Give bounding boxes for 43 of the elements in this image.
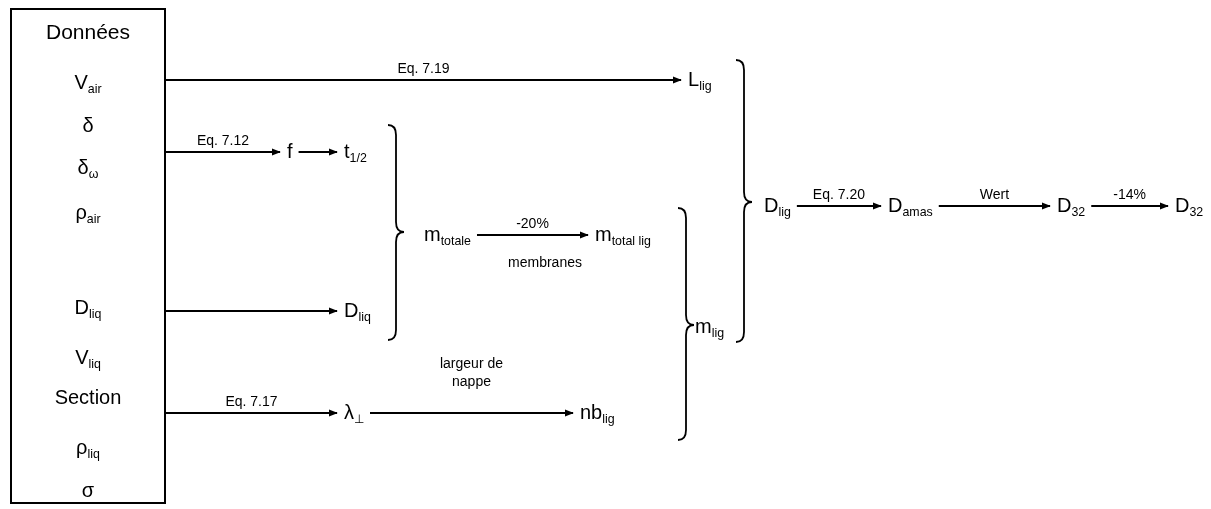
edge-label: Eq. 7.20 — [812, 185, 865, 203]
arrow — [297, 148, 338, 156]
variable-label: D$_{32}$ — [1057, 193, 1086, 217]
edge-label: largeur de nappe — [438, 355, 504, 390]
variable-label: m$_{lig}$ — [695, 314, 725, 338]
variable-label: D$_{amas}$ — [888, 193, 933, 217]
edge-label: -14% — [1113, 185, 1146, 203]
variable-label: f — [287, 139, 293, 163]
variable-label: t$_{1/2}$ — [344, 139, 367, 163]
variable-label: Section — [53, 385, 123, 409]
arrow — [1090, 202, 1169, 210]
edge-label: Eq. 7.19 — [397, 59, 450, 77]
variable-label: D$_{liq}$ — [344, 298, 371, 322]
variable-label: L$_{lig}$ — [688, 67, 712, 91]
variable-label: σ — [80, 478, 96, 502]
edge-label: Eq. 7.12 — [196, 131, 250, 149]
data-box — [10, 8, 166, 504]
variable-label: δ — [81, 113, 95, 137]
arrow — [369, 409, 574, 417]
variable-label: D$_{liq}$ — [73, 295, 103, 319]
arrow — [165, 307, 338, 315]
arrow — [937, 202, 1051, 210]
variable-label: δ$_{ω}$ — [76, 155, 100, 179]
arrow — [165, 148, 281, 156]
variable-label: V$_{liq}$ — [74, 345, 102, 369]
note-label: membranes — [508, 254, 582, 270]
arrow — [795, 202, 882, 210]
variable-label: ρ$_{air}$ — [74, 200, 102, 224]
arrow — [476, 231, 589, 239]
variable-label: ρ$_{liq}$ — [75, 435, 101, 459]
edge-label: Wert — [979, 185, 1010, 203]
arrow — [165, 409, 338, 417]
variable-label: V$_{air}$ — [73, 70, 103, 94]
box-heading: Données — [44, 20, 132, 44]
variable-label: D$_{32}$ — [1175, 193, 1204, 217]
edge-label: Eq. 7.17 — [225, 392, 278, 410]
variable-label: nb$_{lig}$ — [580, 400, 615, 424]
arrow — [165, 76, 682, 84]
variable-label: m$_{totale}$ — [424, 222, 471, 246]
edge-label: -20% — [516, 214, 549, 232]
variable-label: D$_{lig}$ — [764, 193, 791, 217]
variable-label: λ$_{⊥}$ — [344, 400, 364, 424]
variable-label: m$_{total lig}$ — [595, 222, 651, 246]
